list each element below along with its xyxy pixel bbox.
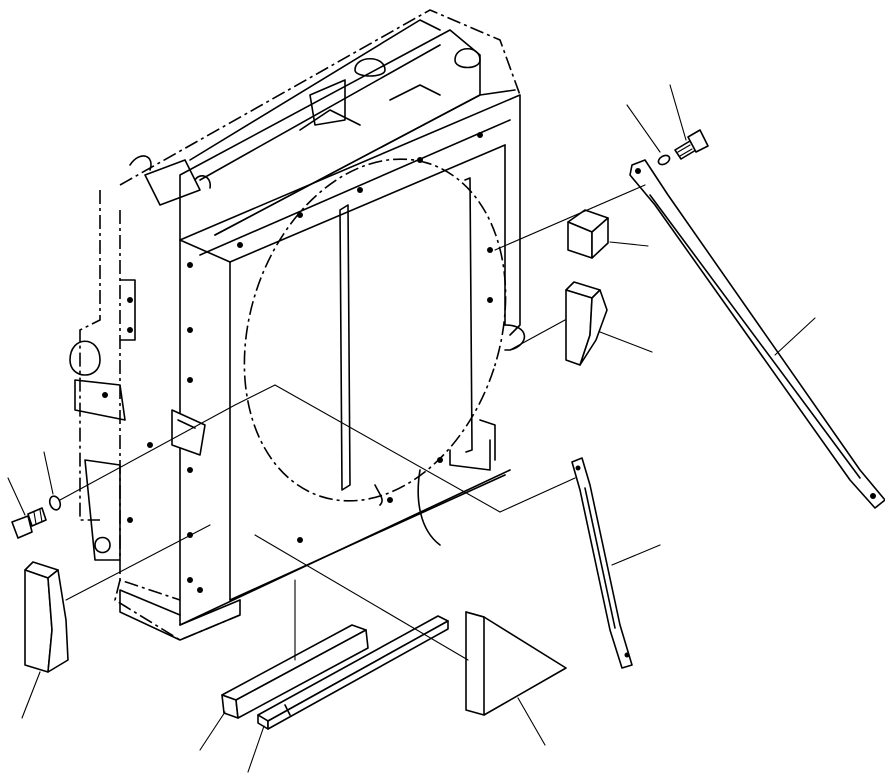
rubber-block-wedge-left [24,561,69,673]
stay-rod-long [629,159,885,509]
rubber-block-wedge-right [565,281,608,366]
leader-lines [7,84,816,773]
seal-plate-triangle [465,611,567,716]
lock-washer-right [657,154,671,166]
rubber-block-square [567,209,609,259]
fan-shroud-ring [243,158,507,546]
mounting-bolt-left [11,507,47,539]
radiator-core-frame [69,9,526,641]
stay-rod-short [571,457,633,669]
mounting-bolt-right [674,129,709,160]
seal-strip-thin [257,615,449,730]
seal-strip-bar [221,624,369,719]
lock-washer-left [48,495,62,511]
